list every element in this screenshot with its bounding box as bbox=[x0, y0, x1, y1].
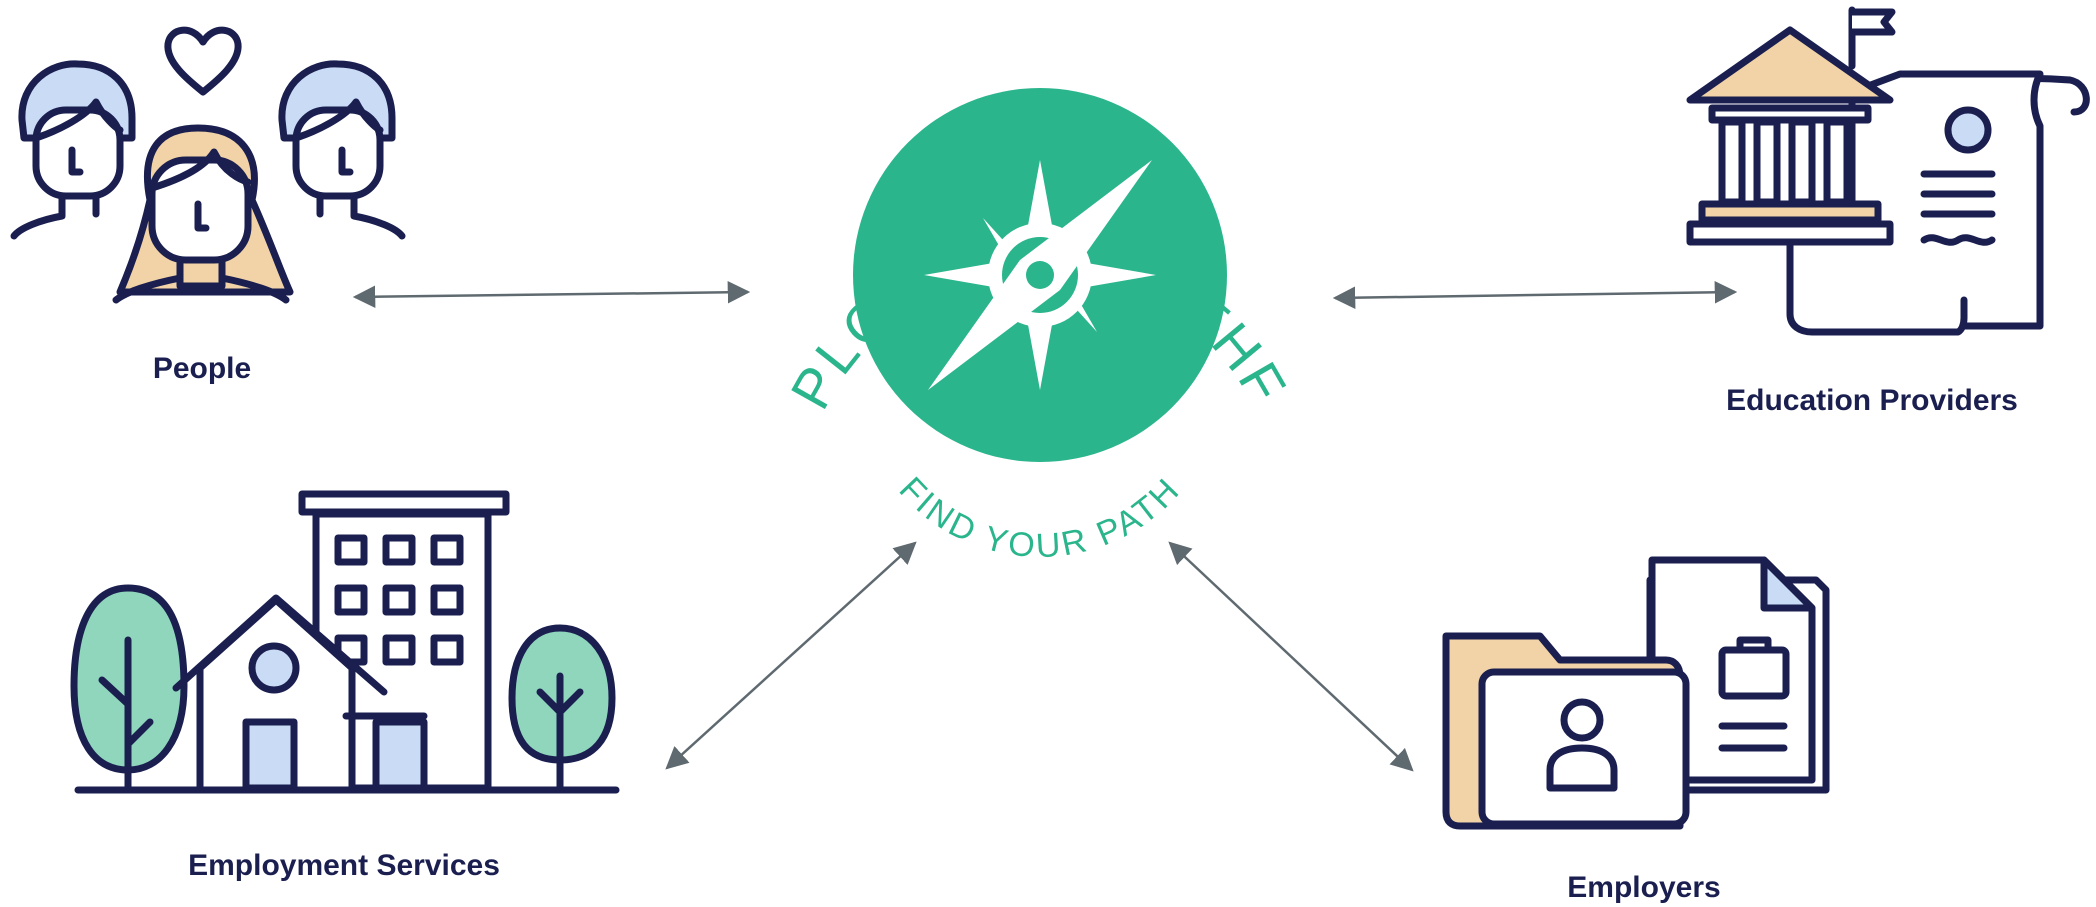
diploma-seal bbox=[1944, 106, 1992, 154]
services-label: Employment Services bbox=[188, 849, 500, 882]
institution-diploma-icon bbox=[1686, 6, 2090, 336]
education-label: Education Providers bbox=[1726, 384, 2018, 417]
arrow-people-center bbox=[352, 281, 751, 308]
arrow-center-services bbox=[665, 541, 917, 770]
education-node: Education Providers bbox=[1686, 6, 2090, 417]
people-label: People bbox=[153, 352, 251, 385]
people-node: People bbox=[10, 26, 406, 385]
briefcase-icon bbox=[1718, 646, 1790, 700]
arrow-center-education bbox=[1332, 281, 1738, 309]
heart-icon bbox=[164, 26, 242, 96]
folder-resume-icon bbox=[1442, 556, 1830, 830]
buildings-trees-icon bbox=[70, 490, 620, 794]
compass-icon bbox=[924, 160, 1156, 390]
logo-tagline: FIND YOUR PATH bbox=[892, 470, 1188, 566]
connectors bbox=[352, 281, 1738, 772]
employers-node: Employers bbox=[1442, 556, 1830, 904]
user-avatar-icon bbox=[1560, 698, 1604, 742]
people-group-icon bbox=[10, 26, 406, 304]
bank-roof bbox=[1686, 26, 1894, 104]
employers-label: Employers bbox=[1567, 871, 1720, 904]
services-node: Employment Services bbox=[70, 490, 620, 882]
arrow-center-employers bbox=[1168, 541, 1414, 772]
